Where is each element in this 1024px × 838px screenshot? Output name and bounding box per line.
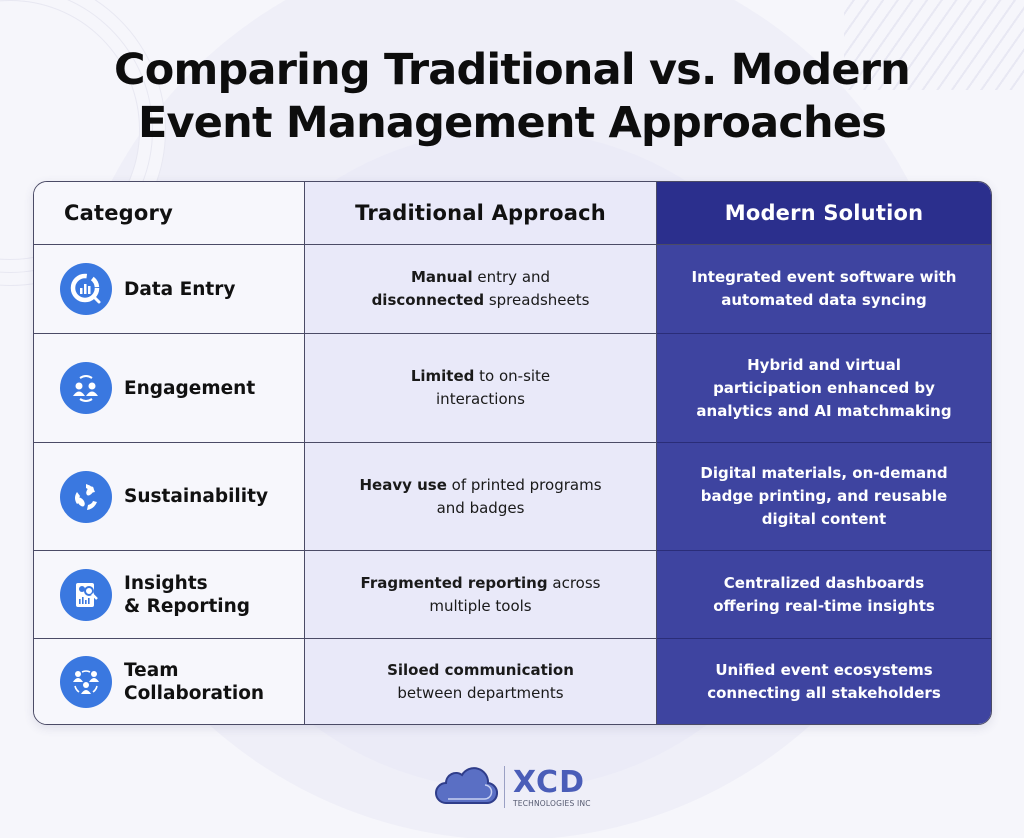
recycle-leaf-icon (60, 470, 112, 523)
table-row-category: Team Collaboration (34, 639, 305, 724)
logo-divider (504, 766, 505, 808)
table-row-category: Insights & Reporting (34, 551, 305, 639)
trad-bold: Fragmented reporting (360, 573, 548, 592)
header-traditional-label: Traditional Approach (355, 201, 606, 225)
category-label: Engagement (124, 377, 256, 399)
title-line-1: Comparing Traditional vs. Modern (114, 45, 911, 95)
trad-bold: disconnected (371, 291, 485, 309)
report-magnifier-icon (60, 568, 112, 621)
page-title: Comparing Traditional vs. Modern Event M… (0, 44, 1024, 150)
trad-bold: Siloed communication (387, 660, 574, 679)
table-row-traditional: Heavy use of printed programs and badges (305, 443, 657, 551)
comparison-table: Category Traditional Approach Modern Sol… (33, 181, 992, 725)
table-row-modern: Digital materials, on-demand badge print… (657, 443, 991, 551)
table-row-traditional: Limited to on-site interactions (305, 334, 657, 443)
header-modern-label: Modern Solution (724, 201, 924, 225)
cloud-icon (432, 763, 498, 811)
table-row-modern: Hybrid and virtual participation enhance… (657, 334, 991, 443)
header-modern: Modern Solution (657, 182, 991, 245)
trad-bold: Heavy use (359, 475, 447, 494)
table-row-traditional: Siloed communication between departments (305, 639, 657, 724)
data-analytics-icon (60, 263, 112, 315)
trad-bold: Manual (410, 268, 473, 286)
decorative-stripes (844, 0, 1024, 90)
table-row-modern: Integrated event software with automated… (657, 245, 991, 334)
category-label: Insights & Reporting (124, 572, 251, 617)
header-category-label: Category (64, 201, 173, 225)
table-row-modern: Centralized dashboards offering real-tim… (657, 551, 991, 639)
category-label: Sustainability (124, 486, 268, 507)
table-row-traditional: Manual entry and disconnected spreadshee… (305, 245, 657, 334)
trad-bold: Limited (410, 367, 475, 385)
company-logo: XCD TECHNOLOGIES INC (432, 763, 591, 811)
table-row-category: Engagement (34, 334, 305, 443)
logo-name: XCD (513, 764, 585, 800)
header-traditional: Traditional Approach (305, 182, 657, 245)
table-row-category: Sustainability (34, 443, 305, 551)
table-row-category: Data Entry (34, 245, 305, 334)
header-category: Category (34, 182, 305, 245)
category-label: Data Entry (124, 278, 236, 300)
team-network-icon (60, 655, 112, 708)
title-line-2: Event Management Approaches (137, 98, 887, 148)
category-label: Team Collaboration (124, 659, 265, 704)
engagement-people-icon (60, 362, 112, 414)
table-row-modern: Unified event ecosystems connecting all … (657, 639, 991, 724)
table-row-traditional: Fragmented reporting across multiple too… (305, 551, 657, 639)
logo-subtitle: TECHNOLOGIES INC (513, 798, 591, 808)
